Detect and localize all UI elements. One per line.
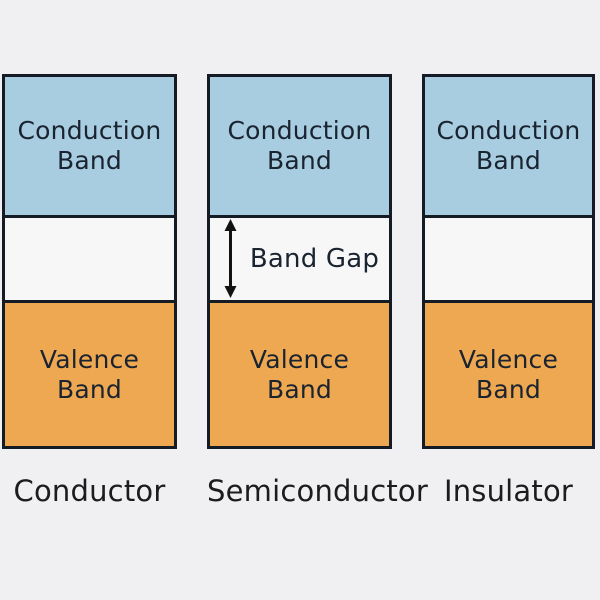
valence-band-label-line1: Valence: [249, 344, 350, 374]
semiconductor-valence-band-box: Valence Band: [210, 303, 389, 446]
conduction-band-label-line2: Band: [476, 146, 541, 175]
semiconductor-column: Conduction Band Band Gap Valence Band: [207, 74, 392, 449]
band-gap-double-arrow-icon: [224, 219, 237, 298]
insulator-valence-band-box: Valence Band: [425, 303, 592, 446]
insulator-label: Insulator: [443, 474, 574, 508]
semiconductor-conduction-band-box: Conduction Band: [210, 77, 389, 218]
semiconductor-band-gap-region: Band Gap: [210, 218, 389, 303]
insulator-column: Conduction Band Valence Band: [422, 74, 595, 449]
valence-band-label-line1: Valence: [458, 344, 559, 374]
conductor-conduction-band-box: Conduction Band: [5, 77, 174, 218]
conductor-band-gap-region: [5, 218, 174, 303]
conduction-band-label-line1: Conduction: [436, 116, 581, 145]
conduction-band-label-line1: Conduction: [227, 116, 372, 145]
band-gap-label: Band Gap: [249, 244, 380, 274]
conductor-column: Conduction Band Valence Band: [2, 74, 177, 449]
semiconductor-label: Semiconductor: [207, 474, 428, 508]
conduction-band-label-line2: Band: [267, 146, 332, 175]
valence-band-label-line1: Valence: [39, 344, 140, 374]
insulator-band-gap-region: [425, 218, 592, 303]
valence-band-label-line2: Band: [57, 374, 122, 404]
conduction-band-label-line2: Band: [57, 146, 122, 175]
valence-band-label-line2: Band: [476, 374, 541, 404]
valence-band-label-line2: Band: [267, 374, 332, 404]
conductor-label: Conductor: [13, 474, 166, 508]
insulator-conduction-band-box: Conduction Band: [425, 77, 592, 218]
conduction-band-label-line1: Conduction: [17, 116, 162, 145]
conductor-valence-band-box: Valence Band: [5, 303, 174, 446]
